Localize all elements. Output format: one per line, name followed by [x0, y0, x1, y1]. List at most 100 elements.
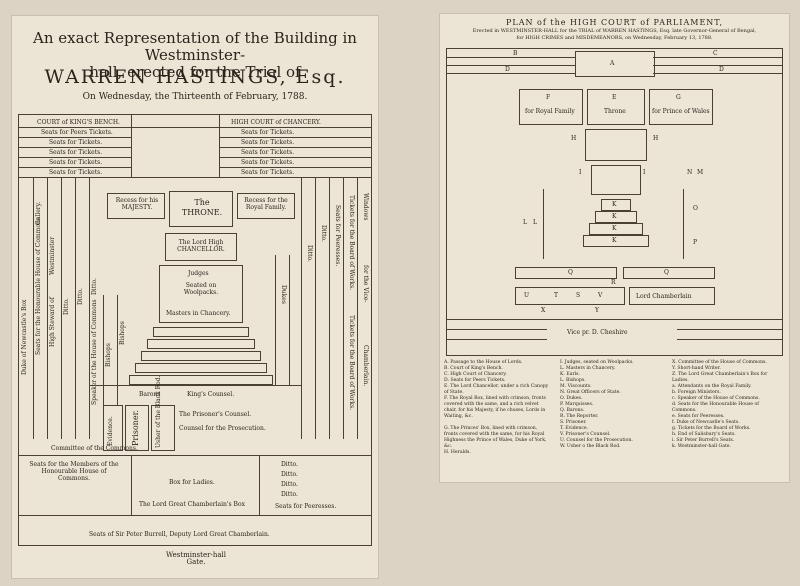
- subtitle-line-2: for HIGH CRIMES and MISDEMEANORS, on Wed…: [516, 35, 713, 41]
- key-item: B. Court of King's Bench.: [444, 366, 503, 371]
- bench-k2: K: [595, 211, 637, 223]
- key-item: E. The Lord Chancellor, under a rich Can…: [444, 384, 549, 395]
- prisoner-box: Prisoner.: [125, 405, 149, 451]
- seats-peeresses-label: Seats for Peeresses.: [334, 205, 341, 267]
- key-item: f. Duke of Newcastle's Seats.: [672, 420, 740, 425]
- committee-label: Committee of the Commons.: [51, 445, 138, 452]
- seats-tickets-left-4: Seats for Tickets.: [49, 169, 103, 176]
- ditto-left-3: Ditto.: [91, 278, 98, 295]
- key-item: G. The Princes' Box, lined with crimson,…: [444, 426, 547, 449]
- key-item: k. Westminster-hall Gate.: [672, 444, 731, 449]
- key-item: N. Great Officers of State.: [560, 390, 621, 395]
- throne-text: Throne: [604, 108, 626, 115]
- letter-l-1: L: [533, 219, 537, 226]
- chamberlain-box-label: The Lord Great Chamberlain's Box: [139, 501, 245, 508]
- key-item: e. Seats for Peeresses.: [672, 414, 725, 419]
- key-item: Z. The Lord Great Chamberlain's Box for …: [672, 372, 768, 383]
- key-item: L. Masters in Chancery.: [560, 366, 616, 371]
- subtitle-line-1: Erected in WESTMINSTER-HALL for the TRIA…: [472, 28, 757, 34]
- left-title-main: WARREN HASTINGS, Esq.: [44, 66, 346, 88]
- key-item: U. Counsel for the Prosecution.: [560, 438, 633, 443]
- left-title-date: On Wednesday, the Thirteenth of February…: [82, 92, 308, 102]
- seats-sir-peter-label: Seats of Sir Peter Burrell, Deputy Lord …: [89, 531, 270, 538]
- earls-bench-2: [147, 339, 255, 349]
- key-item: W. Usher o the Black Rod.: [560, 444, 621, 449]
- letter-x: X: [541, 307, 546, 314]
- ditto-right-1: Ditto.: [320, 225, 327, 242]
- vice-label: for the Vice-: [362, 265, 369, 303]
- left-title: An exact Representation of the Building …: [24, 30, 366, 81]
- windows-label: Windows: [362, 193, 369, 221]
- throne-box-right: E Throne: [587, 89, 645, 125]
- barons-bench-left: Q: [515, 267, 617, 279]
- lord-chancellor-box: The Lord High CHANCELLOR.: [165, 233, 237, 261]
- key-item: d. Seats for the Honourable House of Com…: [672, 402, 759, 413]
- duke-newcastle-label: Duke of Newcastle's Box: [21, 299, 28, 375]
- barons-label: Barons: [139, 391, 161, 398]
- ditto-bottom-3: Ditto.: [281, 481, 298, 488]
- judges-area: [585, 129, 647, 161]
- key-item: g. Tickets for the Board of Works.: [672, 426, 751, 431]
- key-item: X. Committee of the House of Commons.: [672, 360, 767, 365]
- key-item: D. Seats for Peers Tickets.: [444, 378, 506, 383]
- judges-box: Judges Seated on Woolpacks. Masters in C…: [159, 265, 243, 323]
- right-subtitle: Erected in WESTMINSTER-HALL for the TRIA…: [444, 28, 785, 42]
- letter-h-1: H: [571, 135, 577, 142]
- woolpacks-area: [591, 165, 641, 195]
- key-item: a. Attendants on the Royal Family.: [672, 384, 752, 389]
- title-line-2: hall, erected for the Trial of: [89, 63, 301, 81]
- counsel-prosecution-label: Counsel for the Prosecution.: [179, 425, 266, 432]
- dukes-label: Dukes: [280, 285, 287, 304]
- left-floor-plan: COURT of KING'S BENCH. HIGH COURT of CHA…: [18, 114, 372, 546]
- key-item: Y. Short-hand Writer.: [672, 366, 721, 371]
- letter-b: B: [513, 50, 518, 57]
- ditto-left-1: Ditto.: [63, 298, 70, 315]
- key-item: b. Foreign Ministers.: [672, 390, 721, 395]
- tickets-works-label-2: Tickets for the Board of Works.: [348, 315, 355, 411]
- prisoners-counsel-label: The Prisoner's Counsel.: [179, 411, 252, 418]
- right-floor-plan: A B C D D F for Royal Family E Throne G …: [446, 48, 783, 356]
- key-item: O. Dukes.: [560, 396, 583, 401]
- key-item: H. Heralds.: [444, 450, 471, 455]
- seats-tickets-left-3: Seats for Tickets.: [49, 159, 103, 166]
- gallery-label: Gallery.: [35, 201, 42, 225]
- earls-bench-3: [141, 351, 261, 361]
- letter-d-2: D: [719, 66, 724, 73]
- barons-bench-right: Q: [623, 267, 715, 279]
- letter-r: R: [611, 279, 616, 286]
- recess-majesty-box: Recess for his MAJESTY.: [107, 193, 165, 219]
- letter-l-2: L: [523, 219, 527, 226]
- seats-tickets-right-5: Seats for Tickets.: [241, 169, 295, 176]
- royal-box: F for Royal Family: [519, 89, 583, 125]
- key-item: T. Evidence.: [560, 426, 589, 431]
- letter-h-2: H: [653, 135, 659, 142]
- chamberlain-text: Lord Chamberlain: [636, 293, 692, 300]
- seats-tickets-left-1: Seats for Tickets.: [49, 139, 103, 146]
- earls-bench-1: [153, 327, 249, 337]
- letter-i-1: I: [579, 169, 582, 176]
- key-item: I. Judges, seated on Woolpacks.: [560, 360, 634, 365]
- bishops-label-1: Bishops: [105, 343, 112, 367]
- left-engraving-sheet: An exact Representation of the Building …: [12, 16, 378, 578]
- evidence-box: Evidence.: [103, 405, 123, 451]
- key-item: i. Sir Peter Burrell's Seats.: [672, 438, 735, 443]
- vice-chamberlain-text: Vice pr. D. Cheshire: [567, 329, 628, 336]
- letter-m: M: [697, 169, 704, 176]
- usher-box: Usher of the Black Rod.: [151, 376, 175, 451]
- chamberlain-bench: Lord Chamberlain: [629, 287, 715, 305]
- bishops-label-2: Bishops: [119, 321, 126, 345]
- seats-commons-label: Seats for the Honourable House of Common…: [35, 217, 42, 355]
- key-item: A. Passage to the House of Lords.: [444, 360, 523, 365]
- letter-a: A: [610, 60, 615, 67]
- key-item: c. Speaker of the House of Commons.: [672, 396, 760, 401]
- high-steward-label: High Steward of: [49, 297, 56, 347]
- seats-peers-left: Seats for Peers Tickets.: [41, 129, 113, 136]
- royal-box-text: for Royal Family: [525, 108, 575, 115]
- evidence-bench: U T S V: [515, 287, 625, 305]
- gate-label: Westminster-hall Gate.: [166, 551, 226, 566]
- key-item: V. Prisoner's Counsel.: [560, 432, 611, 437]
- letter-d-1: D: [505, 66, 510, 73]
- key-item: K. Earls.: [560, 372, 580, 377]
- key-item: S. Prisoner.: [560, 420, 587, 425]
- seats-tickets-left-2: Seats for Tickets.: [49, 149, 103, 156]
